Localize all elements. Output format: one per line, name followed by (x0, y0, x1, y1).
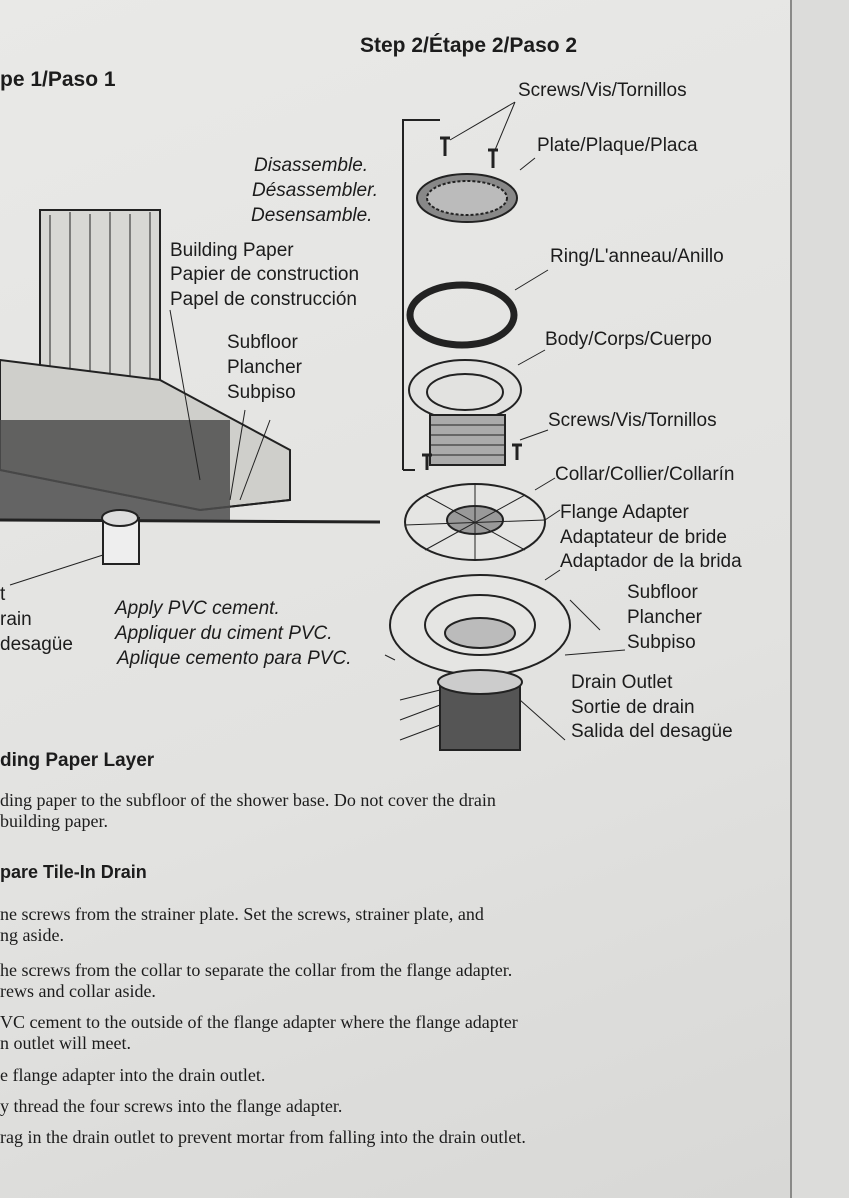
installation-diagram (0, 101, 626, 751)
label-drain-outlet-en: Drain Outlet (571, 672, 673, 693)
body-line: building paper. (0, 811, 108, 831)
step1-title: pe 1/Paso 1 (0, 68, 116, 91)
body-line: ding paper to the subfloor of the shower… (0, 790, 496, 810)
label-disassemble-es: Desensamble. (251, 205, 373, 226)
label-building-paper-fr: Papier de construction (170, 264, 360, 285)
body-line: rews and collar aside. (0, 981, 156, 1001)
label-flange-es: Adaptador de la brida (560, 551, 742, 572)
body-line: he screws from the collar to separate th… (0, 960, 513, 980)
body-line: rag in the drain outlet to prevent morta… (0, 1127, 526, 1147)
body-line: n outlet will meet. (0, 1033, 131, 1053)
body-line: ne screws from the strainer plate. Set t… (0, 904, 484, 924)
label-body: Body/Corps/Cuerpo (545, 329, 712, 350)
body-line: y thread the four screws into the flange… (0, 1096, 343, 1116)
label-plate: Plate/Plaque/Placa (537, 135, 698, 156)
body-line: ng aside. (0, 925, 64, 945)
label-screws-top: Screws/Vis/Tornillos (518, 80, 687, 101)
body-line: VC cement to the outside of the flange a… (0, 1012, 518, 1032)
section-heading-prepare-drain: pare Tile-In Drain (0, 862, 147, 882)
manual-page (0, 0, 790, 1198)
label-left-cut-2: rain (0, 609, 32, 630)
label-disassemble-fr: Désassembler. (252, 180, 379, 201)
label-disassemble-en: Disassemble. (254, 155, 369, 176)
label-apply-cement-fr: Appliquer du ciment PVC. (115, 623, 333, 644)
page-edge (790, 0, 792, 1198)
label-building-paper-en: Building Paper (170, 240, 294, 261)
section-heading-building-paper: ding Paper Layer (0, 750, 155, 771)
wall-illustration (0, 209, 381, 586)
label-flange-en: Flange Adapter (560, 502, 689, 523)
label-apply-cement-en: Apply PVC cement. (115, 598, 280, 619)
label-subfloor-left-fr: Plancher (227, 357, 302, 378)
label-drain-outlet-es: Salida del desagüe (571, 721, 733, 742)
label-flange-fr: Adaptateur de bride (560, 527, 727, 548)
label-subfloor-left-en: Subfloor (227, 332, 298, 353)
label-subfloor-right-fr: Plancher (627, 607, 702, 628)
label-collar: Collar/Collier/Collarín (555, 464, 735, 485)
label-left-cut-1: t (0, 584, 6, 605)
label-subfloor-right-en: Subfloor (627, 582, 698, 603)
label-screws-bottom: Screws/Vis/Tornillos (548, 410, 717, 431)
label-apply-cement-es: Aplique cemento para PVC. (117, 648, 352, 669)
label-building-paper-es: Papel de construcción (170, 289, 357, 310)
label-left-cut-3: desagüe (0, 634, 73, 655)
label-subfloor-left-es: Subpiso (227, 382, 296, 403)
label-subfloor-right-es: Subpiso (627, 632, 696, 653)
label-ring: Ring/L'anneau/Anillo (550, 246, 724, 267)
label-drain-outlet-fr: Sortie de drain (571, 697, 695, 718)
step2-title: Step 2/Étape 2/Paso 2 (360, 34, 578, 57)
body-line: e flange adapter into the drain outlet. (0, 1065, 266, 1085)
